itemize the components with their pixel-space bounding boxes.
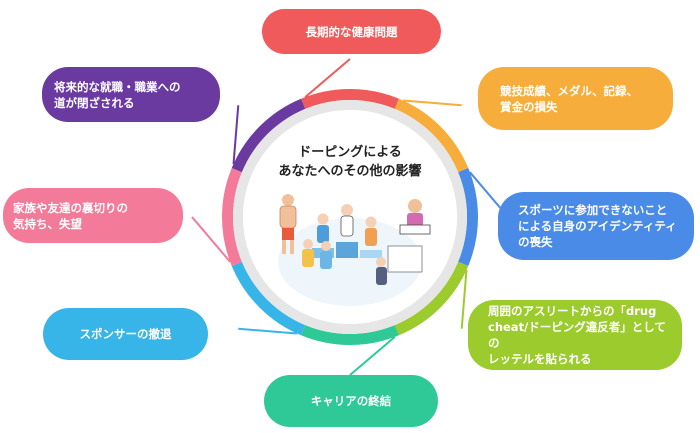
connector-line — [191, 216, 231, 263]
athletes-illustration — [278, 194, 431, 306]
item-sponsor-withdrawal: スポンサーの撤退 — [43, 308, 208, 360]
connector-line — [304, 58, 351, 98]
item-loss-of-results: 競技成績、メダル、記録、 賞金の損失 — [478, 67, 673, 130]
ring-inner-gray-band — [233, 100, 467, 334]
item-label: スポーツに参加できないこと による自身のアイデンティティ の喪失 — [518, 203, 677, 249]
item-drug-cheat-label: 周囲のアスリートからの「drug cheat/ドーピング違反者」としての レッテ… — [468, 300, 682, 370]
connector-line — [349, 336, 396, 376]
item-career-blocked: 将来的な就職・職業への 道が閉ざされる — [42, 67, 220, 122]
connector-line — [238, 327, 298, 335]
item-label: 家族や友達の裏切りの 気持ち、失望 — [13, 200, 128, 231]
item-long-term-health: 長期的な健康問題 — [262, 9, 441, 54]
item-label: スポンサーの撤退 — [79, 327, 172, 341]
connector-line — [402, 99, 462, 107]
item-label: 競技成績、メダル、記録、 賞金の損失 — [500, 83, 638, 114]
connector-lines — [191, 58, 509, 376]
connector-line — [232, 105, 240, 165]
connector-line — [460, 269, 468, 329]
item-end-of-career: キャリアの終結 — [264, 375, 438, 427]
item-loss-of-identity: スポーツに参加できないこと による自身のアイデンティティ の喪失 — [498, 192, 694, 260]
item-label: 長期的な健康問題 — [305, 24, 398, 39]
item-family-betrayal: 家族や友達の裏切りの 気持ち、失望 — [3, 188, 183, 243]
item-label: 周囲のアスリートからの「drug cheat/ドーピング違反者」としての レッテ… — [488, 304, 666, 366]
item-label: 将来的な就職・職業への 道が閉ざされる — [54, 79, 181, 110]
item-label: キャリアの終結 — [310, 394, 392, 408]
diagram-title: ドーピングによる あなたへのその他の影響 — [278, 145, 422, 179]
